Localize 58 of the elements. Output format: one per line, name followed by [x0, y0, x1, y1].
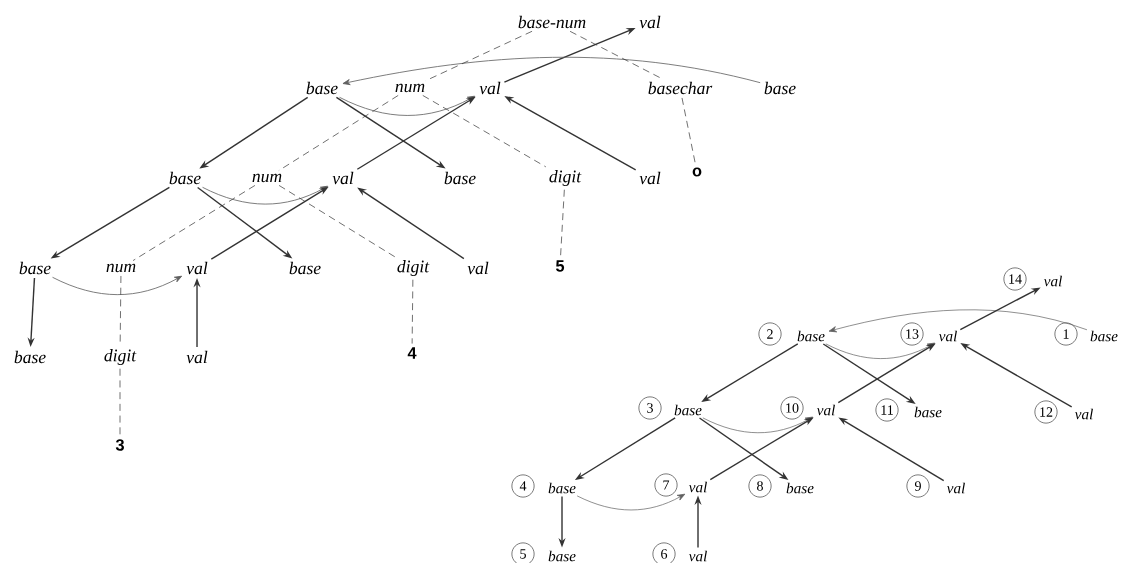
attribute-label: base — [19, 261, 51, 275]
attribute-label: val — [467, 261, 489, 275]
attribute-label: base — [674, 404, 702, 416]
grammar-symbol: num — [252, 173, 282, 183]
dashed-line — [278, 185, 396, 258]
attribute-label: base — [797, 330, 825, 342]
attribute-label: val — [688, 550, 707, 562]
dashed-line — [422, 95, 547, 168]
attribute-label: val — [938, 330, 957, 342]
dashed-line — [569, 30, 663, 80]
grammar-symbol: basechar — [648, 81, 713, 95]
attribute-label: base — [14, 350, 46, 364]
arrow — [702, 416, 814, 434]
arrow — [202, 185, 329, 205]
arrow — [52, 275, 183, 296]
dashed-line — [681, 97, 696, 165]
arrow — [828, 309, 1088, 333]
attribute-label: val — [688, 481, 707, 493]
attribute-label: base — [289, 261, 321, 275]
attribute-label: val — [639, 15, 661, 29]
attribute-label: val — [1074, 408, 1093, 420]
grammar-symbol: digit — [549, 170, 582, 186]
attribute-label: base — [169, 171, 201, 185]
attribute-label: base — [548, 550, 576, 562]
dashed-line — [132, 185, 256, 261]
attribute-label: base — [786, 482, 814, 494]
dashed-line — [278, 95, 399, 171]
attribute-label: val — [186, 261, 208, 275]
dashed-line — [560, 189, 565, 257]
terminal-symbol: 4 — [407, 347, 417, 359]
attribute-label: base — [1090, 330, 1118, 342]
terminal-symbol: 5 — [555, 260, 565, 272]
attribute-label: val — [186, 350, 208, 364]
dashed-line — [411, 279, 414, 344]
arrow — [576, 493, 686, 511]
arrow — [825, 342, 936, 359]
grammar-symbol: base-num — [518, 15, 586, 29]
attribute-label: val — [816, 404, 835, 416]
grammar-symbol: digit — [104, 349, 137, 365]
grammar-symbol: num — [106, 263, 136, 273]
attribute-label: base — [444, 171, 476, 185]
attribute-label: val — [639, 171, 661, 185]
attribute-label: val — [946, 482, 965, 494]
terminal-symbol: 3 — [115, 439, 124, 451]
attribute-label: base — [914, 406, 942, 418]
attribute-label: base — [548, 482, 576, 494]
terminal-symbol: o — [692, 167, 702, 177]
grammar-symbol: num — [395, 83, 425, 93]
grammar-symbol: digit — [397, 260, 430, 276]
attribute-label: val — [332, 171, 354, 185]
attribute-label: val — [1043, 275, 1062, 287]
dashed-line — [119, 368, 121, 436]
arrow — [339, 95, 476, 116]
attribute-label: val — [479, 81, 501, 95]
dashed-line — [425, 30, 533, 82]
attribute-label: base — [306, 81, 338, 95]
attribute-label: base — [764, 81, 796, 95]
arrow — [342, 56, 761, 86]
